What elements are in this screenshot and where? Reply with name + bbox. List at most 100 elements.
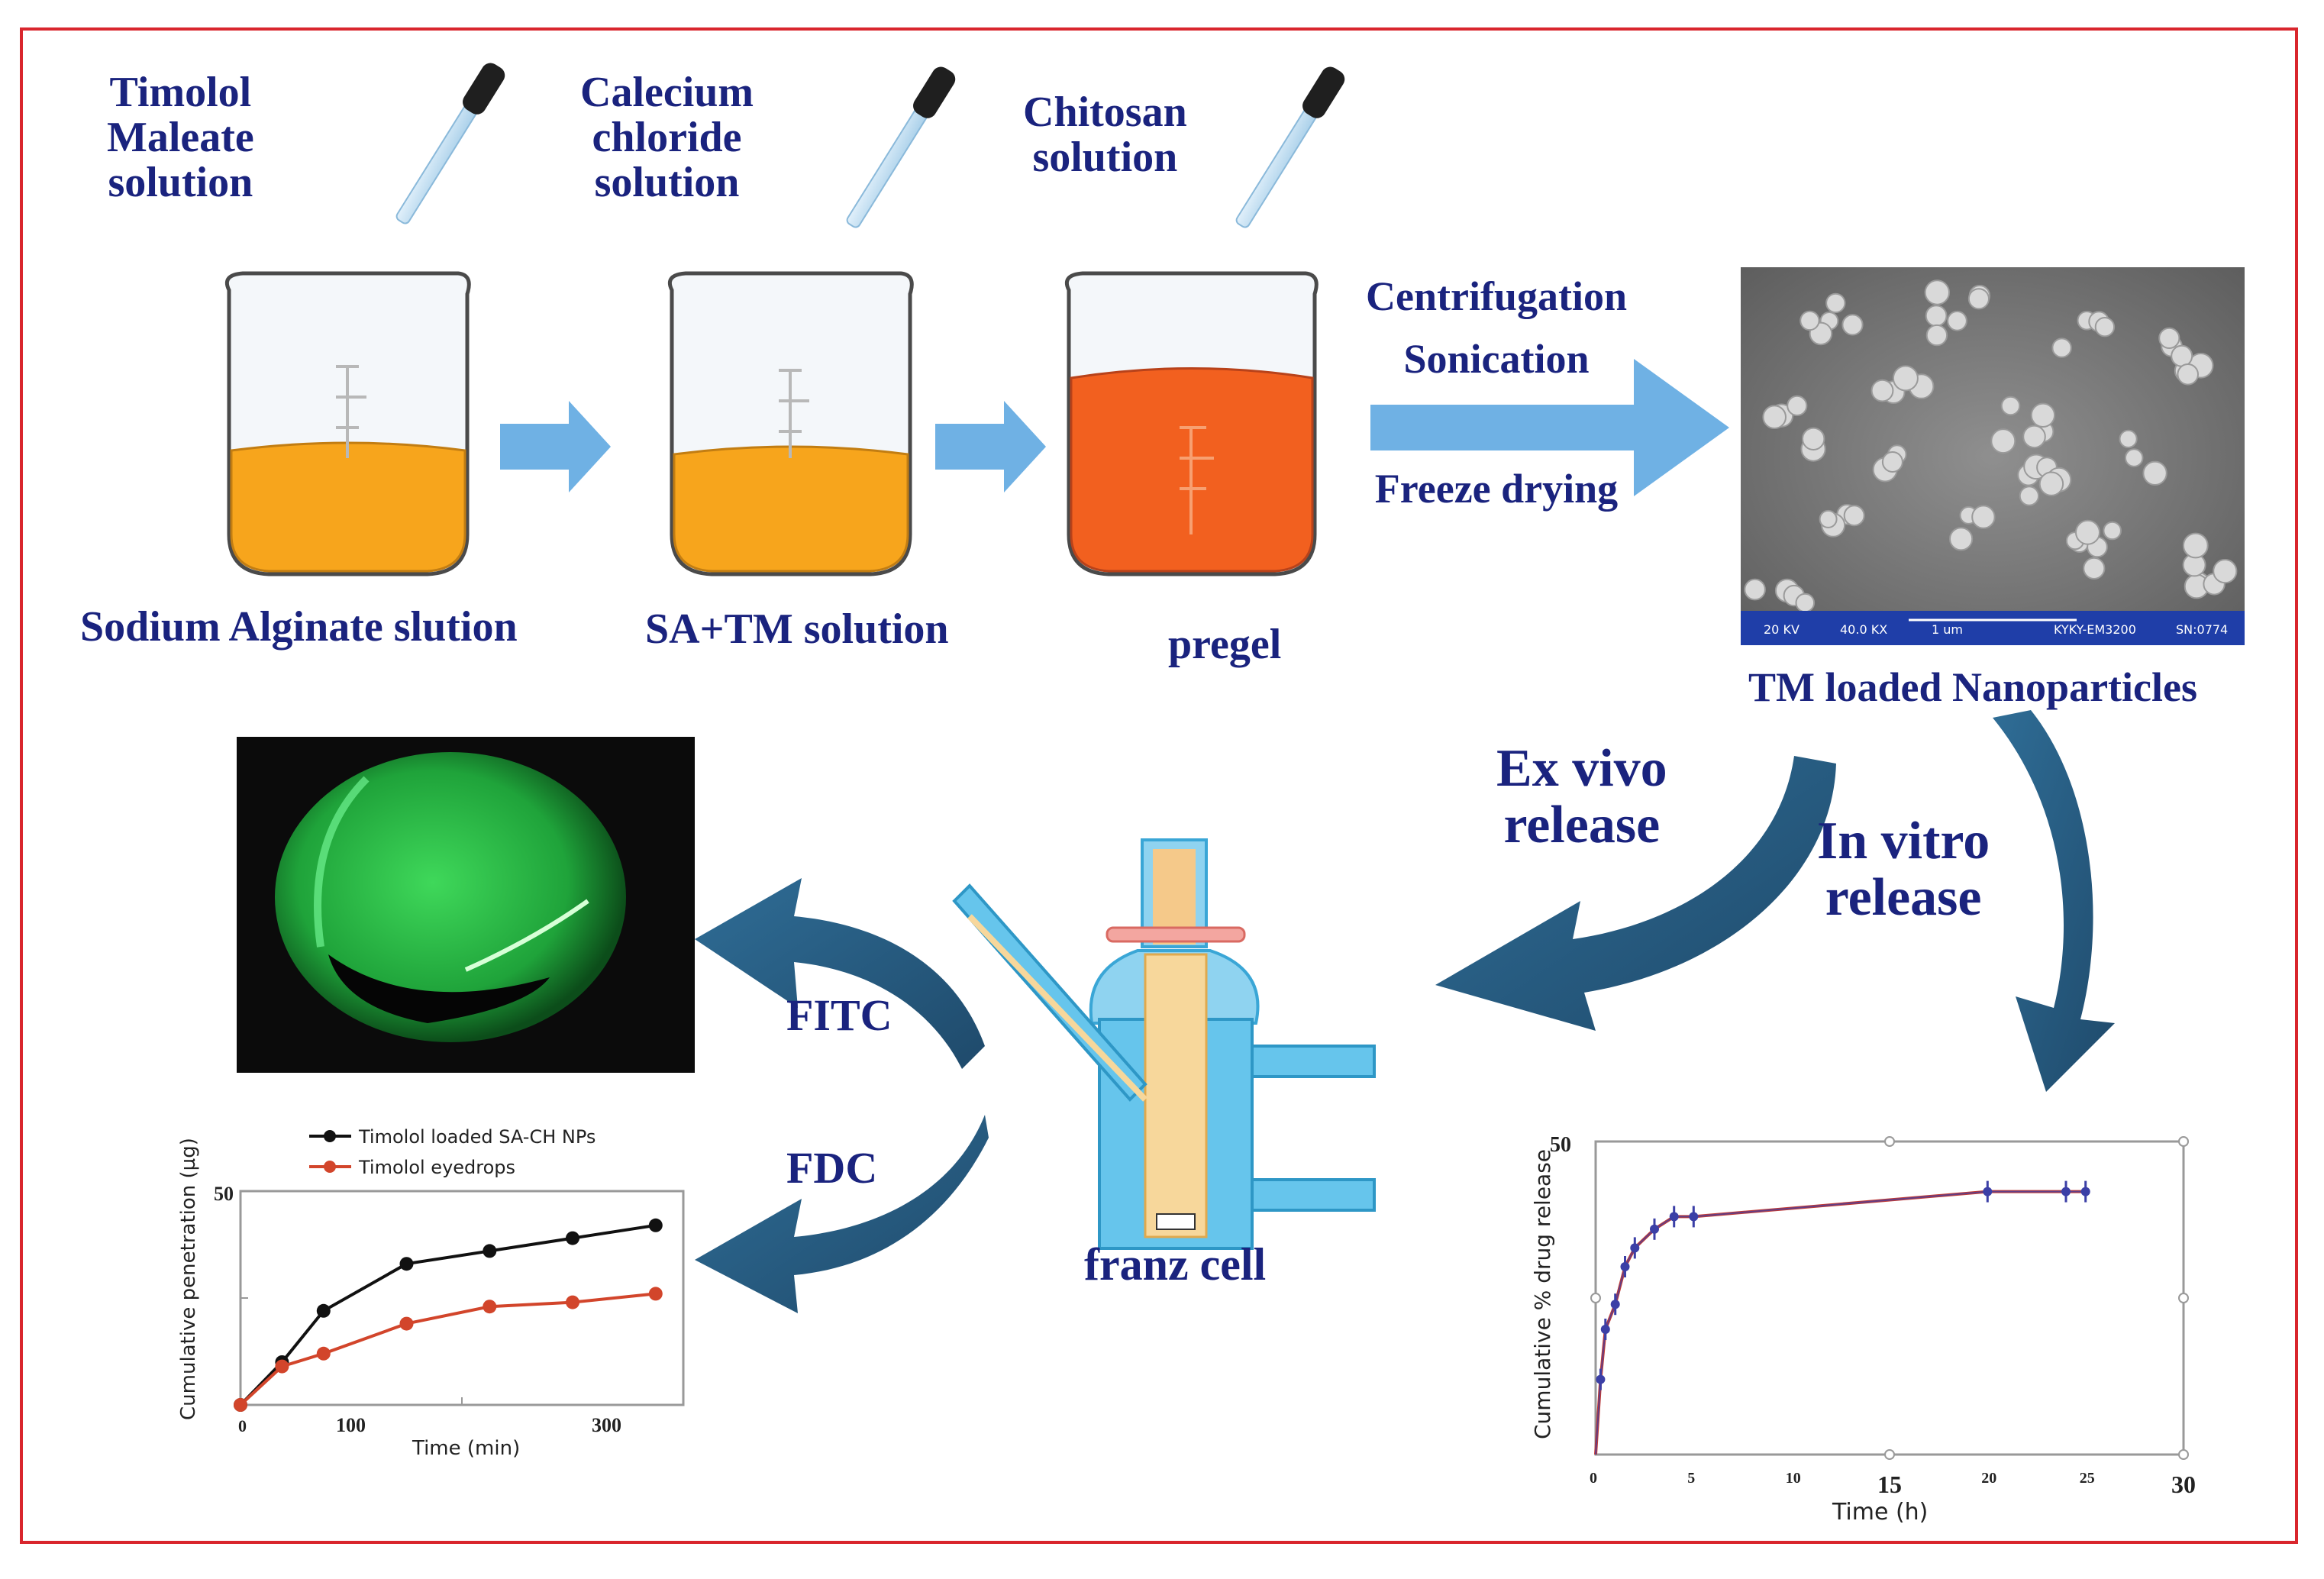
sem-particle <box>1802 427 1825 450</box>
chart2-xtick: 5 <box>1687 1470 1695 1487</box>
reagent-line: solution <box>108 158 253 206</box>
chart1-point <box>483 1300 497 1314</box>
chart1-marks <box>234 1218 663 1412</box>
reagent-line: Calecium <box>580 69 754 116</box>
chart1-xtick-300: 300 <box>592 1414 621 1436</box>
sem-particle <box>2177 363 2199 386</box>
sem-particle <box>1967 288 1990 310</box>
reagent-label-calcium: Calecium chloride solution <box>580 70 754 205</box>
sem-caption: TM loaded Nanoparticles <box>1748 664 2197 710</box>
arrow-beaker2-to-beaker3 <box>935 401 1046 492</box>
reagent-line: solution <box>1032 133 1178 181</box>
chart1-point <box>275 1359 289 1374</box>
franz-cell-label: franz cell <box>1084 1239 1267 1290</box>
chart1-xtick-0: 0 <box>238 1416 247 1435</box>
sem-particle <box>1892 365 1919 392</box>
in-vitro-line: In vitro <box>1817 812 1990 870</box>
sem-particle <box>1843 505 1865 527</box>
sem-particle <box>1795 593 1816 613</box>
sem-particle <box>1924 279 1951 305</box>
chart1-point <box>648 1287 663 1301</box>
sem-scalebar-instrument: KYKY-EM3200 <box>2054 622 2136 637</box>
sem-particle <box>1825 292 1846 314</box>
reagent-label-timolol: Timolol Maleate solution <box>107 70 254 205</box>
sem-particle <box>2022 425 2046 449</box>
chart1-point <box>399 1316 414 1331</box>
ex-vivo-label: Ex vivo release <box>1496 741 1667 853</box>
reagent-line: solution <box>594 158 740 206</box>
beaker-label-2: SA+TM solution <box>645 605 949 653</box>
chart2-point <box>1600 1325 1610 1334</box>
sem-particle <box>2213 559 2238 584</box>
chart2-xtick: 25 <box>2080 1470 2095 1487</box>
sem-particle <box>1881 451 1903 473</box>
sem-particle <box>2171 344 2193 367</box>
dropper-icon <box>1235 66 1345 228</box>
sem-scalebar-kv: 20 KV <box>1764 622 1799 637</box>
reagent-line: Chitosan <box>1023 89 1187 136</box>
ex-vivo-line: Ex vivo <box>1496 739 1667 798</box>
arrow-fitc <box>695 878 985 1069</box>
chart2-point <box>1669 1212 1679 1222</box>
chart2-xtick: 15 <box>1877 1471 1902 1498</box>
sem-particle <box>1949 527 1974 551</box>
sem-particle <box>1971 505 1996 529</box>
arrow-beaker1-to-beaker2 <box>500 401 611 492</box>
chart1-ylabel: Cumulative penetration (µg) <box>177 1138 200 1420</box>
sem-particle <box>1990 428 2016 454</box>
sem-particle <box>2083 557 2106 580</box>
sem-particle <box>2119 429 2138 449</box>
sem-scalebar-sn: SN:0774 <box>2176 622 2228 637</box>
chart1-point <box>316 1303 331 1318</box>
chart2-point <box>1610 1300 1620 1309</box>
sem-particle <box>1870 379 1894 402</box>
chart1-point <box>316 1346 331 1361</box>
in-vitro-label: In vitro release <box>1817 813 1990 925</box>
sem-particle <box>2019 486 2040 506</box>
chart-penetration: 50 0 100 300 Time (min) Cumulative penet… <box>177 1126 685 1460</box>
sem-particle <box>2038 471 2064 496</box>
chart2-xtick: 10 <box>1786 1470 1801 1487</box>
chart2-xlabel: Time (h) <box>1832 1499 1928 1526</box>
process-step-2: Sonication <box>1403 336 1590 382</box>
sem-scalebar-length: 1 um <box>1932 622 1963 637</box>
beaker-liquid <box>230 441 466 573</box>
chart2-ytick-top: 50 <box>1550 1133 1571 1157</box>
beaker-liquid <box>673 445 909 573</box>
sem-particle <box>1762 405 1787 430</box>
chart2-xtick: 20 <box>1981 1470 1996 1487</box>
chart2-point <box>1650 1224 1659 1234</box>
sem-particle <box>2030 402 2056 428</box>
chart1-point <box>483 1244 497 1258</box>
chart1-legend-eyedrops: Timolol eyedrops <box>358 1157 515 1178</box>
chart2-point <box>1689 1212 1699 1222</box>
chart2-point <box>1620 1262 1630 1271</box>
chart2-ylabel: Cumulative % drug release <box>1530 1149 1555 1439</box>
sem-particle <box>1744 578 1766 601</box>
reagent-label-chitosan: Chitosan solution <box>1023 90 1187 180</box>
franz-cell-icon <box>952 838 1376 1250</box>
dropper-icon <box>846 66 956 228</box>
reagent-line: Maleate <box>107 113 254 161</box>
chart2-xtick: 30 <box>2171 1471 2196 1498</box>
arrow-to-nanoparticles <box>1370 359 1729 496</box>
process-step-3: Freeze drying <box>1374 466 1619 512</box>
chart2-marks <box>1594 1180 2090 1455</box>
chart2-point <box>2080 1187 2090 1196</box>
chart1-legend-nps: Timolol loaded SA-CH NPs <box>358 1126 596 1148</box>
chart1-point <box>566 1231 579 1245</box>
beaker-2-icon <box>667 271 914 576</box>
sem-particle <box>2051 337 2072 358</box>
beaker-label-1: Sodium Alginate slution <box>80 603 518 651</box>
beaker-3-icon <box>1064 271 1319 576</box>
sem-particle <box>2094 317 2116 337</box>
fdc-label: FDC <box>786 1143 878 1193</box>
chart1-xtick-100: 100 <box>336 1414 366 1436</box>
sem-particle <box>2103 521 2122 541</box>
beaker-label-3: pregel <box>1168 621 1282 668</box>
chart1-point <box>399 1257 414 1271</box>
sem-particle <box>2142 460 2167 486</box>
sem-particle <box>2000 396 2021 416</box>
sem-particle <box>1925 305 1948 328</box>
